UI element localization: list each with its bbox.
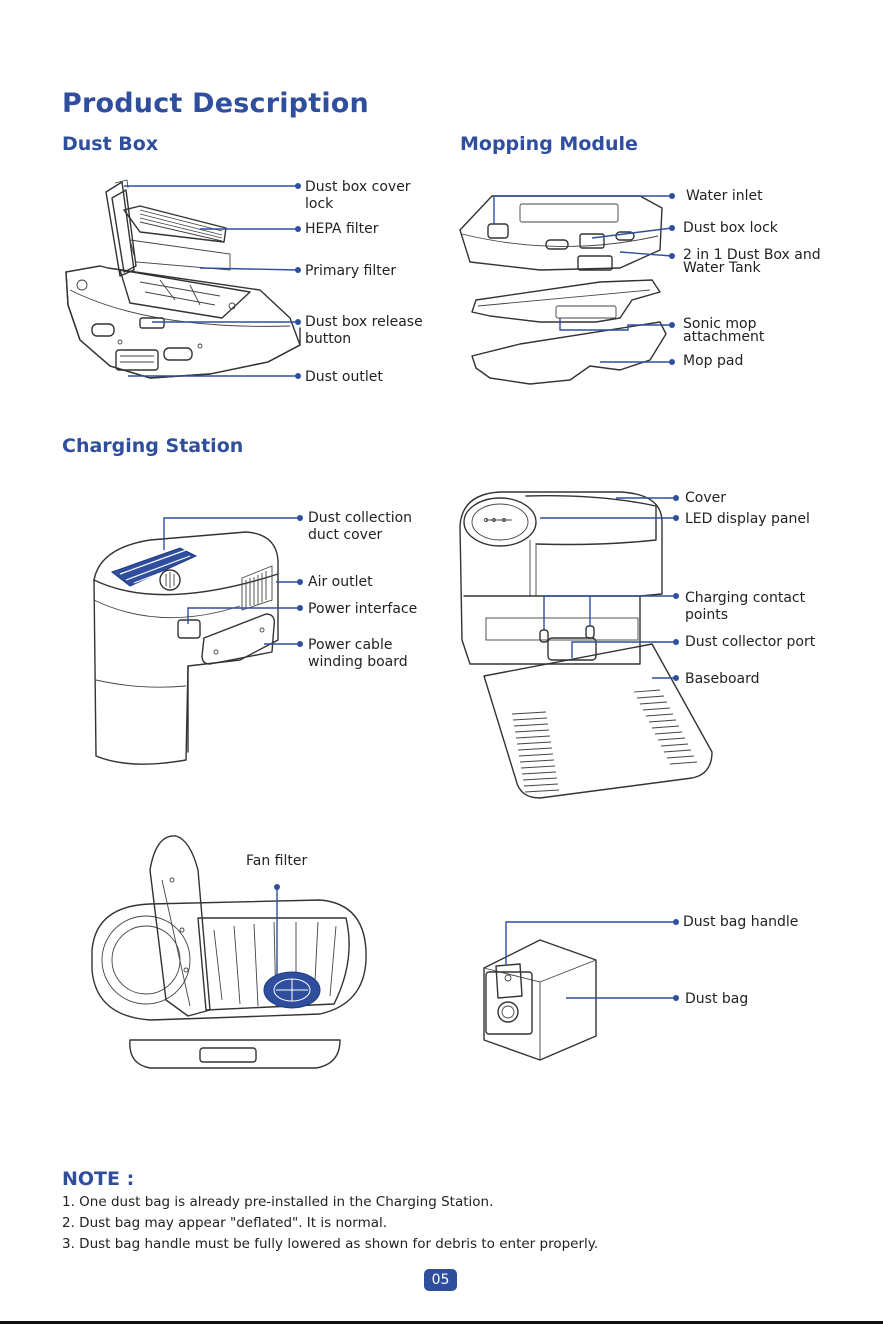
bottom-rule [0, 1321, 883, 1324]
label-dust-box-cover-lock: Dust box cover lock [305, 179, 411, 212]
label-dust-collection-duct-cover: Dust collection duct cover [308, 510, 413, 543]
open-station-fan-filter-illustration [91, 835, 367, 1069]
label-dust-outlet: Dust outlet [305, 369, 383, 385]
label-dust-box-water-tank: 2 in 1 Dust Box and Water Tank [683, 247, 821, 276]
label-baseboard: Baseboard [685, 671, 760, 687]
label-sonic-mop-attachment: Sonic mop attachment [683, 316, 765, 345]
section-heading-dust-box: Dust Box [62, 133, 159, 155]
label-air-outlet: Air outlet [308, 574, 373, 590]
label-power-cable-winding-board: Power cable winding board [308, 637, 408, 670]
charging-station-front-illustration [459, 491, 713, 799]
section-heading-mopping-module: Mopping Module [460, 133, 638, 155]
dust-box-illustration [65, 179, 301, 379]
label-led-display-panel: LED display panel [685, 511, 810, 527]
note-line-3: 3. Dust bag handle must be fully lowered… [62, 1236, 599, 1252]
label-hepa-filter: HEPA filter [305, 221, 379, 237]
label-power-interface: Power interface [308, 601, 418, 617]
charging-station-back-illustration [93, 515, 303, 765]
label-dust-bag: Dust bag [685, 991, 749, 1007]
label-cover: Cover [685, 490, 726, 506]
label-dust-box-lock: Dust box lock [683, 220, 778, 236]
note-title: NOTE : [62, 1168, 135, 1190]
label-water-inlet: Water inlet [686, 188, 763, 204]
page-title: Product Description [62, 88, 369, 119]
note-line-2: 2. Dust bag may appear "deflated". It is… [62, 1215, 388, 1231]
label-mop-pad: Mop pad [683, 353, 744, 369]
label-dust-bag-handle: Dust bag handle [683, 914, 799, 930]
page-number-badge: 05 [424, 1269, 457, 1291]
label-dust-box-release-button: Dust box release button [305, 314, 423, 347]
note-line-1: 1. One dust bag is already pre-installed… [62, 1194, 494, 1210]
label-charging-contact-points: Charging contact points [685, 590, 806, 623]
label-dust-collector-port: Dust collector port [685, 634, 816, 650]
label-primary-filter: Primary filter [305, 263, 397, 279]
mopping-module-illustration [459, 193, 675, 385]
dust-bag-illustration [483, 919, 679, 1061]
section-heading-charging-station: Charging Station [62, 435, 244, 457]
label-fan-filter: Fan filter [246, 853, 308, 869]
